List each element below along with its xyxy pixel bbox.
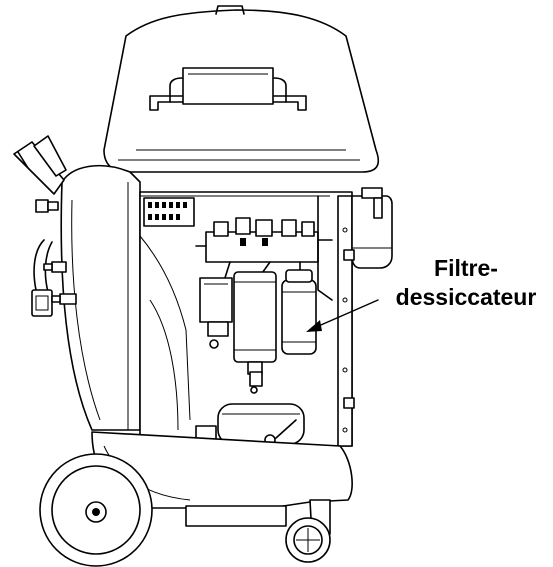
service-couplers — [35, 199, 77, 305]
side-fittings — [343, 249, 355, 409]
cover-handle — [149, 67, 307, 111]
callout-line-1: Filtre- — [434, 255, 498, 281]
front-caster — [285, 499, 331, 563]
callout-arrow — [306, 299, 379, 332]
lower-valves — [207, 321, 263, 394]
oil-separator-tank — [233, 271, 277, 375]
compressor — [195, 403, 305, 446]
rear-wheel — [39, 453, 153, 567]
oil-bottle — [351, 187, 393, 269]
callout-line-2: dessiccateur — [395, 284, 537, 310]
electrical-board — [143, 197, 195, 227]
hose-holder — [13, 135, 67, 195]
base-shell — [91, 431, 353, 527]
left-hoses — [31, 239, 53, 317]
left-filter-cartridge — [199, 277, 233, 323]
filter-drier-callout-label: Filtre- dessiccateur — [380, 254, 552, 312]
filter-drier-cartridge — [281, 269, 317, 355]
